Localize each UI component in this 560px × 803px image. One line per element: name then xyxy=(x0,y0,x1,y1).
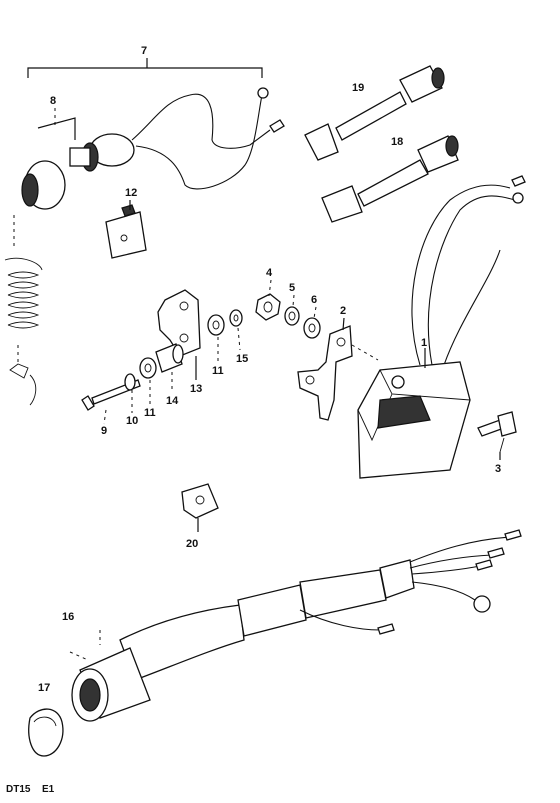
part-16-harness xyxy=(69,529,522,681)
part-2-bracket xyxy=(297,325,379,421)
label-part-6: 6 xyxy=(311,294,317,306)
part-3-bolt xyxy=(477,411,517,453)
cdi-wires xyxy=(411,175,526,366)
label-part-10: 10 xyxy=(126,415,138,427)
label-part-9: 9 xyxy=(101,425,107,437)
label-part-4: 4 xyxy=(266,267,273,279)
part-1-cdi-unit xyxy=(357,348,471,479)
label-part-17: 17 xyxy=(38,682,50,694)
label-part-8: 8 xyxy=(50,95,56,107)
part-19-cable xyxy=(304,65,445,161)
part-10-washer xyxy=(124,373,136,391)
label-part-20: 20 xyxy=(186,538,198,550)
label-part-5: 5 xyxy=(289,282,295,294)
label-part-12: 12 xyxy=(125,187,137,199)
footer-region: E1 xyxy=(42,784,55,795)
part-14-collar xyxy=(155,343,184,373)
part-8-switch xyxy=(21,87,285,210)
footer-model: DT15 xyxy=(6,784,31,795)
label-part-14: 14 xyxy=(166,395,179,407)
label-part-15: 15 xyxy=(236,353,248,365)
label-part-16: 16 xyxy=(62,611,74,623)
label-part-7: 7 xyxy=(141,45,147,57)
part-4-nut xyxy=(255,293,281,321)
label-part-18: 18 xyxy=(391,136,403,148)
label-part-13: 13 xyxy=(190,383,202,395)
label-part-11-upper: 11 xyxy=(212,365,224,377)
label-part-1: 1 xyxy=(421,337,427,349)
label-part-19: 19 xyxy=(352,82,364,94)
part-15-collar xyxy=(229,309,243,327)
label-part-11-lower: 11 xyxy=(144,407,156,419)
part-6-washer xyxy=(303,317,321,339)
part-11-washers xyxy=(139,314,225,379)
spring-assembly xyxy=(4,215,43,406)
part-20-clip xyxy=(181,483,219,532)
part-18-cable xyxy=(321,135,459,223)
label-part-2: 2 xyxy=(340,305,346,317)
label-part-3: 3 xyxy=(495,463,501,475)
part-5-washer xyxy=(284,306,300,326)
part-17-connector xyxy=(28,647,151,757)
leader-lines xyxy=(103,200,501,460)
part-12-plate xyxy=(105,204,147,259)
part-7-bracket xyxy=(27,58,263,78)
